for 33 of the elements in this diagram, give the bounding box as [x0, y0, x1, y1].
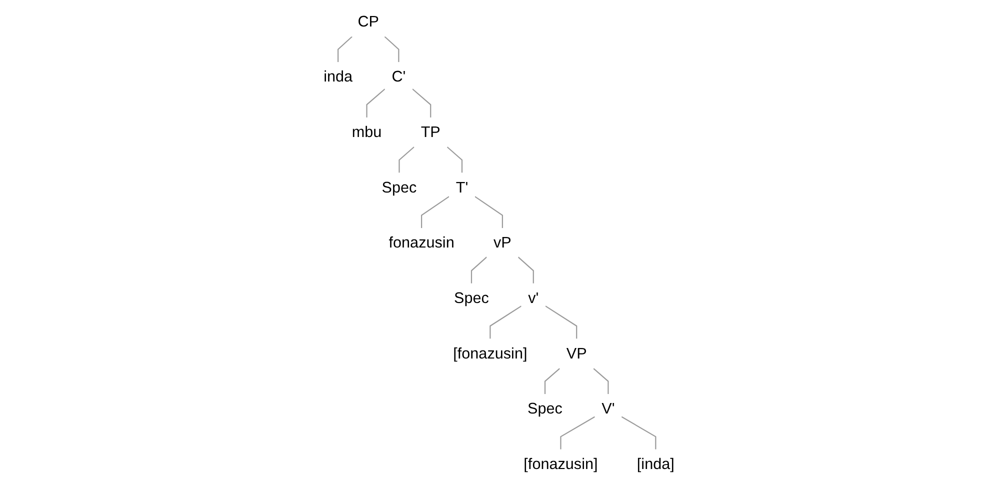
connector [593, 368, 609, 394]
node-text: Spec [454, 289, 489, 306]
node-text: Spec [528, 400, 562, 418]
connector [544, 368, 560, 394]
connector [490, 306, 522, 339]
node-text: Spec [382, 178, 417, 196]
connector [621, 416, 656, 450]
connector [412, 88, 432, 118]
connector [560, 416, 596, 450]
node-text: CP [358, 12, 380, 30]
connector [474, 196, 503, 228]
node-text: VP [566, 344, 587, 362]
node-text: vP [494, 234, 512, 252]
node-text: fonazusin [388, 234, 454, 252]
connector [470, 256, 488, 284]
node-text: [fonazusin] [524, 455, 598, 472]
connector [518, 256, 534, 284]
connector [545, 306, 578, 339]
connector [338, 36, 352, 62]
node-text: T' [456, 178, 468, 196]
node-text: mbu [352, 123, 382, 140]
connector [384, 36, 400, 62]
node-text: V' [602, 400, 615, 418]
node-text: [inda] [636, 455, 674, 472]
node-text: inda [324, 68, 353, 86]
node-text: C' [392, 68, 406, 86]
node-text: v' [528, 289, 539, 306]
connector [366, 88, 386, 118]
node-text: [fonazusin] [453, 344, 528, 362]
connector [446, 146, 463, 173]
node-text: TP [420, 123, 440, 140]
connector [398, 146, 414, 173]
connector [421, 196, 450, 228]
